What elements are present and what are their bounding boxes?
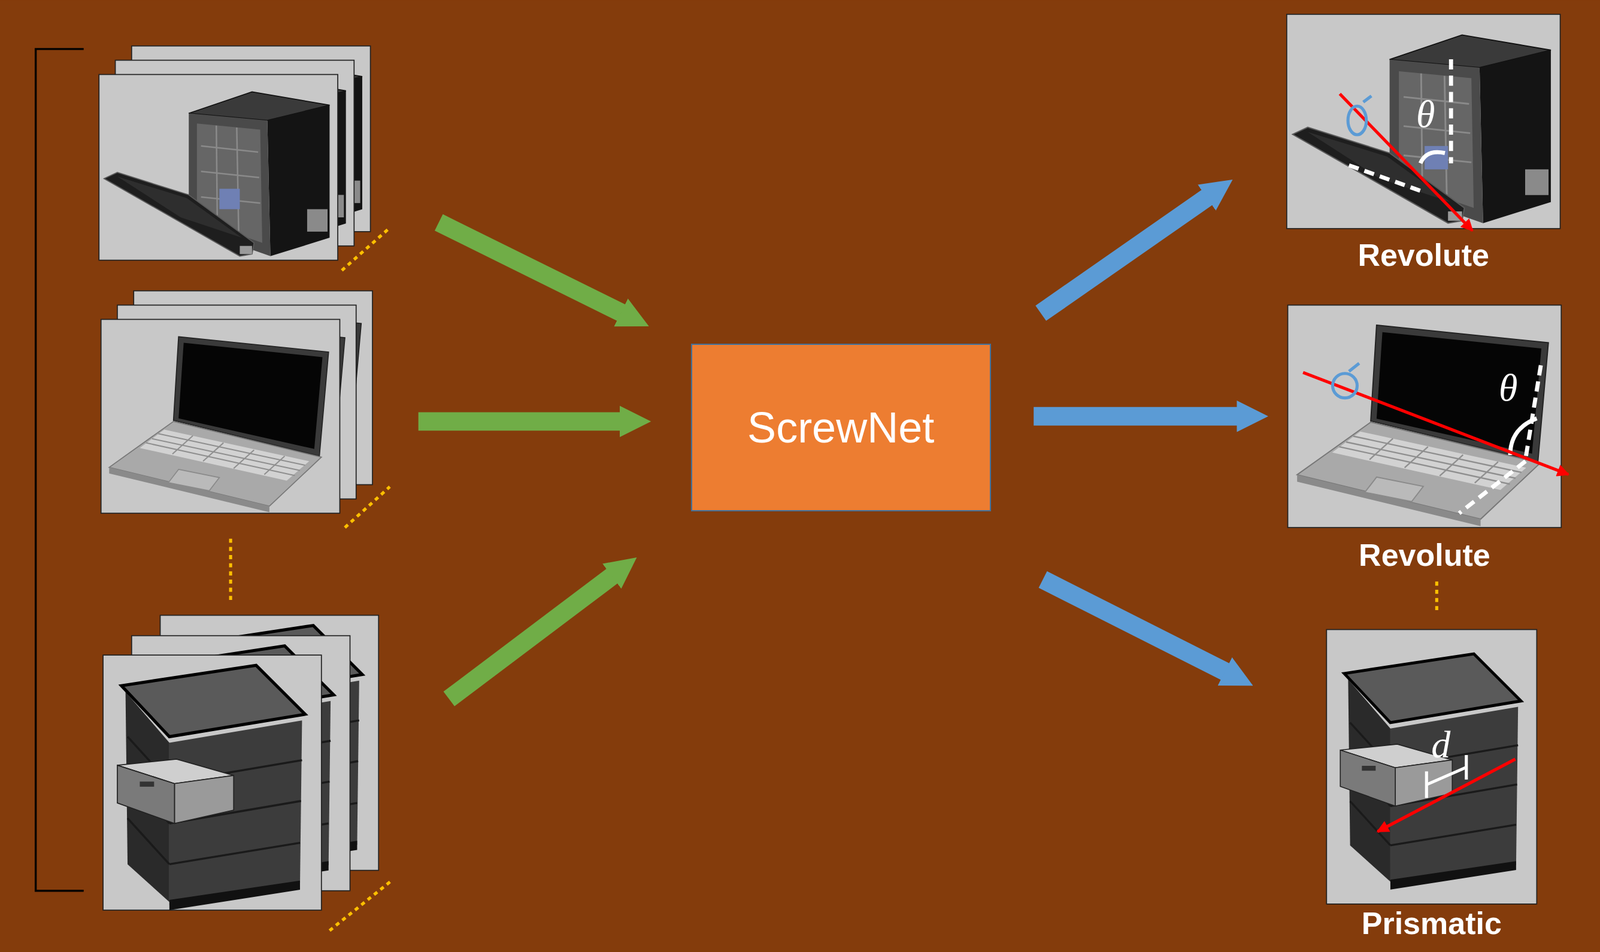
output-arrow <box>1040 194 1212 314</box>
output-arrow <box>1033 407 1244 426</box>
parameter-label: d <box>1431 725 1451 765</box>
panel-spacer <box>1288 305 1562 539</box>
parameter-label: θ <box>1498 368 1518 408</box>
output-panel: Prismatic <box>1326 629 1537 940</box>
joint-type-label: Revolute <box>1286 238 1561 272</box>
output-panel: Revolute <box>1288 305 1562 572</box>
box-label: ScrewNet <box>747 402 935 453</box>
process-box: ScrewNet <box>691 343 992 511</box>
joint-type-label: Prismatic <box>1326 907 1537 941</box>
panel-spacer <box>1326 629 1537 908</box>
joint-type-label: Revolute <box>1288 538 1562 572</box>
output-panel: Revolute <box>1286 14 1561 272</box>
parameter-label: θ <box>1416 95 1435 134</box>
output-arrow <box>1043 579 1231 675</box>
